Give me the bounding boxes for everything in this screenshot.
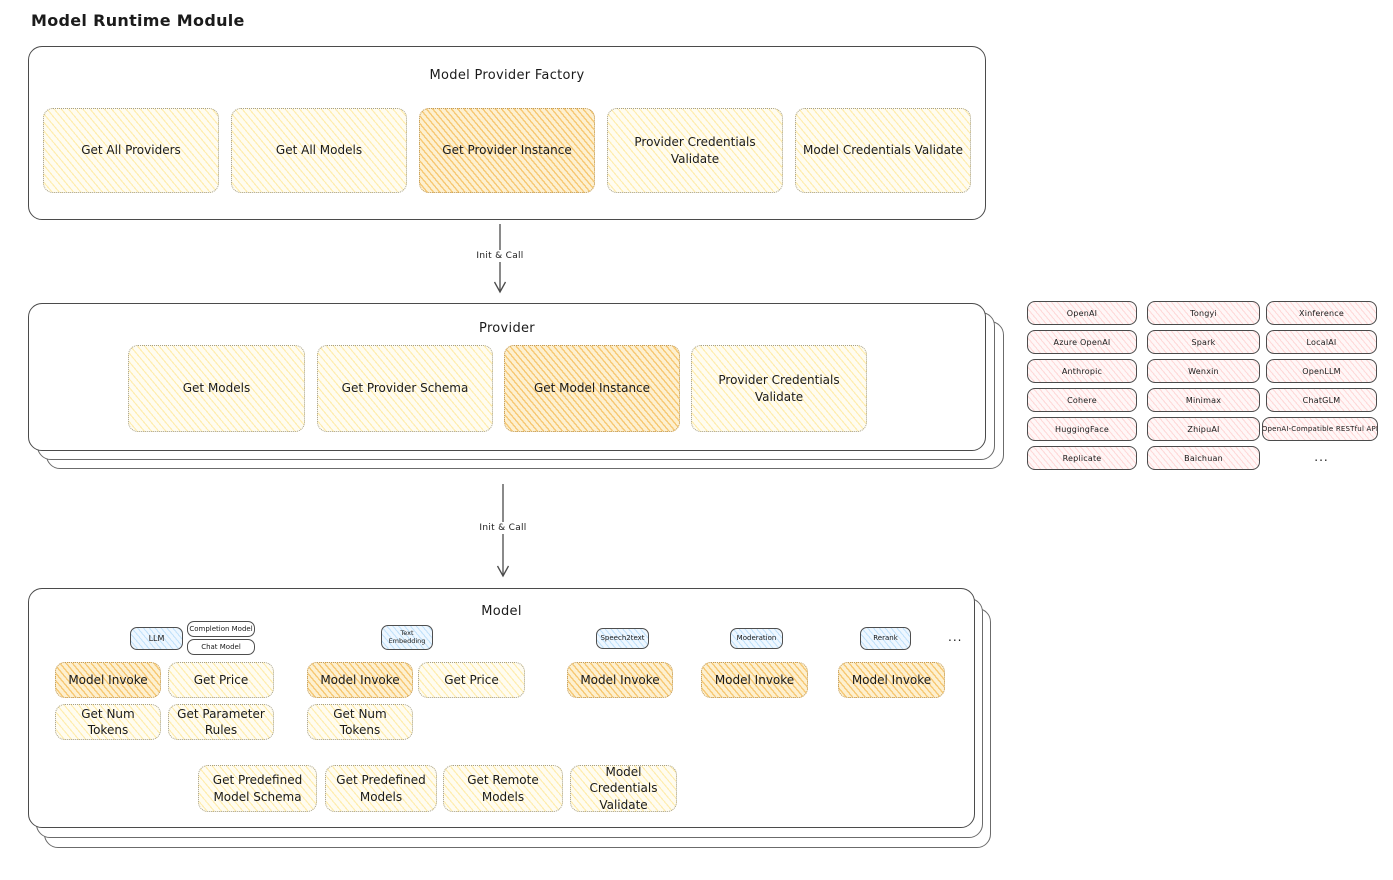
provider-chip: OpenLLM — [1266, 359, 1377, 383]
provider-get-model-instance-node: Get Model Instance — [504, 345, 680, 432]
llm-get-num-tokens-node: Get Num Tokens — [55, 704, 161, 740]
moderation-model-invoke-node: Model Invoke — [701, 662, 808, 698]
tag-chat-model: Chat Model — [187, 639, 255, 655]
get-predefined-models-node: Get Predefined Models — [325, 765, 437, 812]
provider-box-title: Provider — [479, 321, 535, 336]
llm-model-invoke-node: Model Invoke — [55, 662, 161, 698]
provider-chip: Tongyi — [1147, 301, 1260, 325]
rerank-model-invoke-node: Model Invoke — [838, 662, 945, 698]
embedding-get-price-node: Get Price — [418, 662, 525, 698]
embedding-model-invoke-node: Model Invoke — [307, 662, 413, 698]
tag-text-embedding: Text Embedding — [381, 625, 433, 650]
provider-credentials-validate-node: Provider Credentials Validate — [691, 345, 867, 432]
provider-chip: LocalAI — [1266, 330, 1377, 354]
provider-chip: Wenxin — [1147, 359, 1260, 383]
provider-chip: ChatGLM — [1266, 388, 1377, 412]
factory-get-all-models-node: Get All Models — [231, 108, 407, 193]
factory-get-provider-instance-node: Get Provider Instance — [419, 108, 595, 193]
provider-chips-more: ... — [1314, 450, 1329, 464]
tag-moderation: Moderation — [730, 628, 783, 649]
provider-chip: OpenAI — [1027, 301, 1137, 325]
init-call-label-1: Init & Call — [472, 250, 528, 262]
provider-chip: Baichuan — [1147, 446, 1260, 470]
factory-box-title: Model Provider Factory — [429, 68, 585, 83]
provider-chip: Spark — [1147, 330, 1260, 354]
provider-chip: ZhipuAI — [1147, 417, 1260, 441]
model-credentials-validate-node: Model Credentials Validate — [570, 765, 677, 812]
provider-chip: Replicate — [1027, 446, 1137, 470]
provider-get-provider-schema-node: Get Provider Schema — [317, 345, 493, 432]
model-box-title: Model — [481, 604, 522, 619]
provider-chip: Azure OpenAI — [1027, 330, 1137, 354]
provider-get-models-node: Get Models — [128, 345, 305, 432]
speech2text-model-invoke-node: Model Invoke — [567, 662, 673, 698]
provider-chip: Cohere — [1027, 388, 1137, 412]
get-remote-models-node: Get Remote Models — [443, 765, 563, 812]
provider-chip: Xinference — [1266, 301, 1377, 325]
factory-provider-credentials-validate-node: Provider Credentials Validate — [607, 108, 783, 193]
llm-get-price-node: Get Price — [168, 662, 274, 698]
tag-speech2text: Speech2text — [596, 628, 649, 649]
provider-chip: Anthropic — [1027, 359, 1137, 383]
llm-get-parameter-rules-node: Get Parameter Rules — [168, 704, 274, 740]
provider-chip: OpenAI-Compatible RESTful API — [1262, 417, 1378, 441]
factory-get-all-providers-node: Get All Providers — [43, 108, 219, 193]
diagram-title: Model Runtime Module — [31, 11, 245, 30]
embedding-get-num-tokens-node: Get Num Tokens — [307, 704, 413, 740]
tag-llm: LLM — [130, 627, 183, 650]
get-predefined-model-schema-node: Get Predefined Model Schema — [198, 765, 317, 812]
provider-chip: Minimax — [1147, 388, 1260, 412]
model-tags-more: ... — [948, 630, 963, 644]
init-call-label-2: Init & Call — [475, 522, 531, 534]
tag-rerank: Rerank — [860, 627, 911, 650]
tag-completion-model: Completion Model — [187, 621, 255, 637]
factory-model-credentials-validate-node: Model Credentials Validate — [795, 108, 971, 193]
provider-chip: HuggingFace — [1027, 417, 1137, 441]
